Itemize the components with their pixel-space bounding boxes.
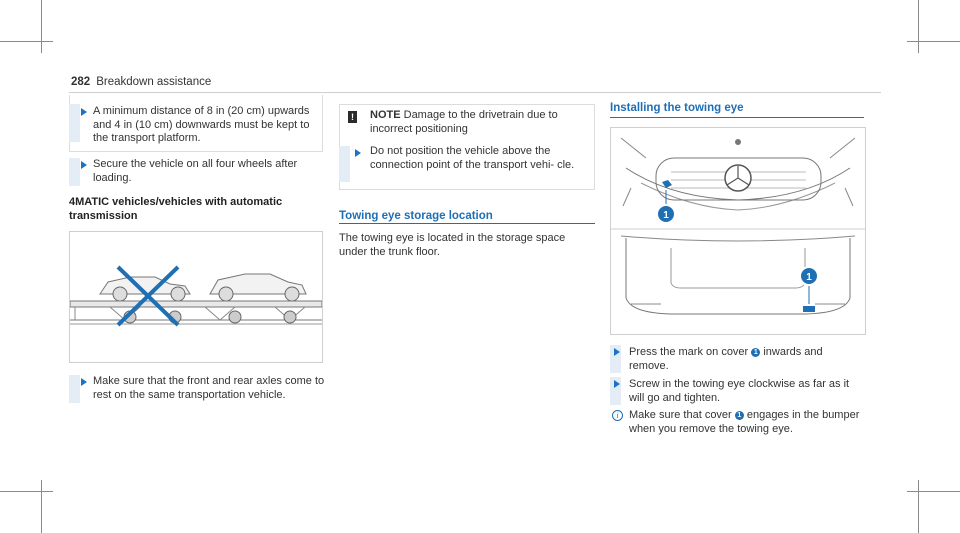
section-title: Installing the towing eye (610, 102, 744, 114)
header-divider (69, 92, 881, 93)
note-body: Damage to the drivetrain due to incorrec… (370, 109, 558, 135)
callout-number: 1 (806, 272, 812, 283)
section-underline (610, 117, 864, 118)
info-part1: Make sure that cover (629, 409, 732, 421)
callout-number: 1 (751, 348, 761, 357)
bullet-bar (610, 345, 621, 373)
bullet-arrow-icon (355, 149, 361, 157)
bullet-arrow-icon (614, 380, 620, 388)
bullet-bar (610, 377, 621, 405)
page-header: 282 Breakdown assistance (71, 76, 211, 88)
instruction-text: A minimum distance of 8 in (20 cm) upwar… (93, 105, 310, 144)
note-text: NOTE Damage to the drivetrain due to inc… (370, 109, 588, 136)
note-label: NOTE (370, 109, 401, 121)
note-instruction: Do not position the vehicle above the co… (370, 145, 575, 171)
step1-part1: Press the mark on cover (629, 346, 749, 358)
bumper-illustration: 1 1 (610, 127, 866, 335)
callout-number: 1 (734, 411, 744, 420)
bullet-arrow-icon (614, 348, 620, 356)
callout-number: 1 (663, 210, 669, 221)
trailer-cars-image (69, 265, 323, 327)
bullet-arrow-icon (81, 108, 87, 116)
instruction-text: Press the mark on cover 1 inwards and re… (629, 346, 859, 373)
section-underline (339, 223, 595, 224)
body-text: The towing eye is located in the storage… (339, 232, 566, 258)
transport-illustration (69, 231, 323, 363)
info-icon: i (612, 410, 623, 421)
bullet-bar (69, 158, 80, 186)
instruction-text: Make sure that the front and rear axles … (93, 375, 325, 401)
info-part2: engages in the bumper when you remove th… (629, 409, 860, 435)
bullet-bar (339, 146, 350, 182)
exclamation-icon: ! (348, 111, 357, 123)
subheading: 4MATIC vehicles/vehicles with automatic … (69, 196, 283, 222)
bullet-bar (69, 104, 80, 142)
info-text: Make sure that cover 1 engages in the bu… (629, 409, 861, 436)
step1-part2: inwards and remove. (629, 346, 823, 372)
bumper-image: 1 1 (611, 128, 865, 315)
instruction-text: Secure the vehicle on all four wheels af… (93, 158, 298, 184)
page-number: 282 (71, 76, 91, 88)
section-name: Breakdown assistance (96, 76, 212, 88)
section-title: Towing eye storage location (339, 210, 493, 222)
bullet-arrow-icon (81, 161, 87, 169)
instruction-text: Screw in the towing eye clockwise as far… (629, 378, 850, 404)
bullet-arrow-icon (81, 378, 87, 386)
bullet-bar (69, 375, 80, 403)
